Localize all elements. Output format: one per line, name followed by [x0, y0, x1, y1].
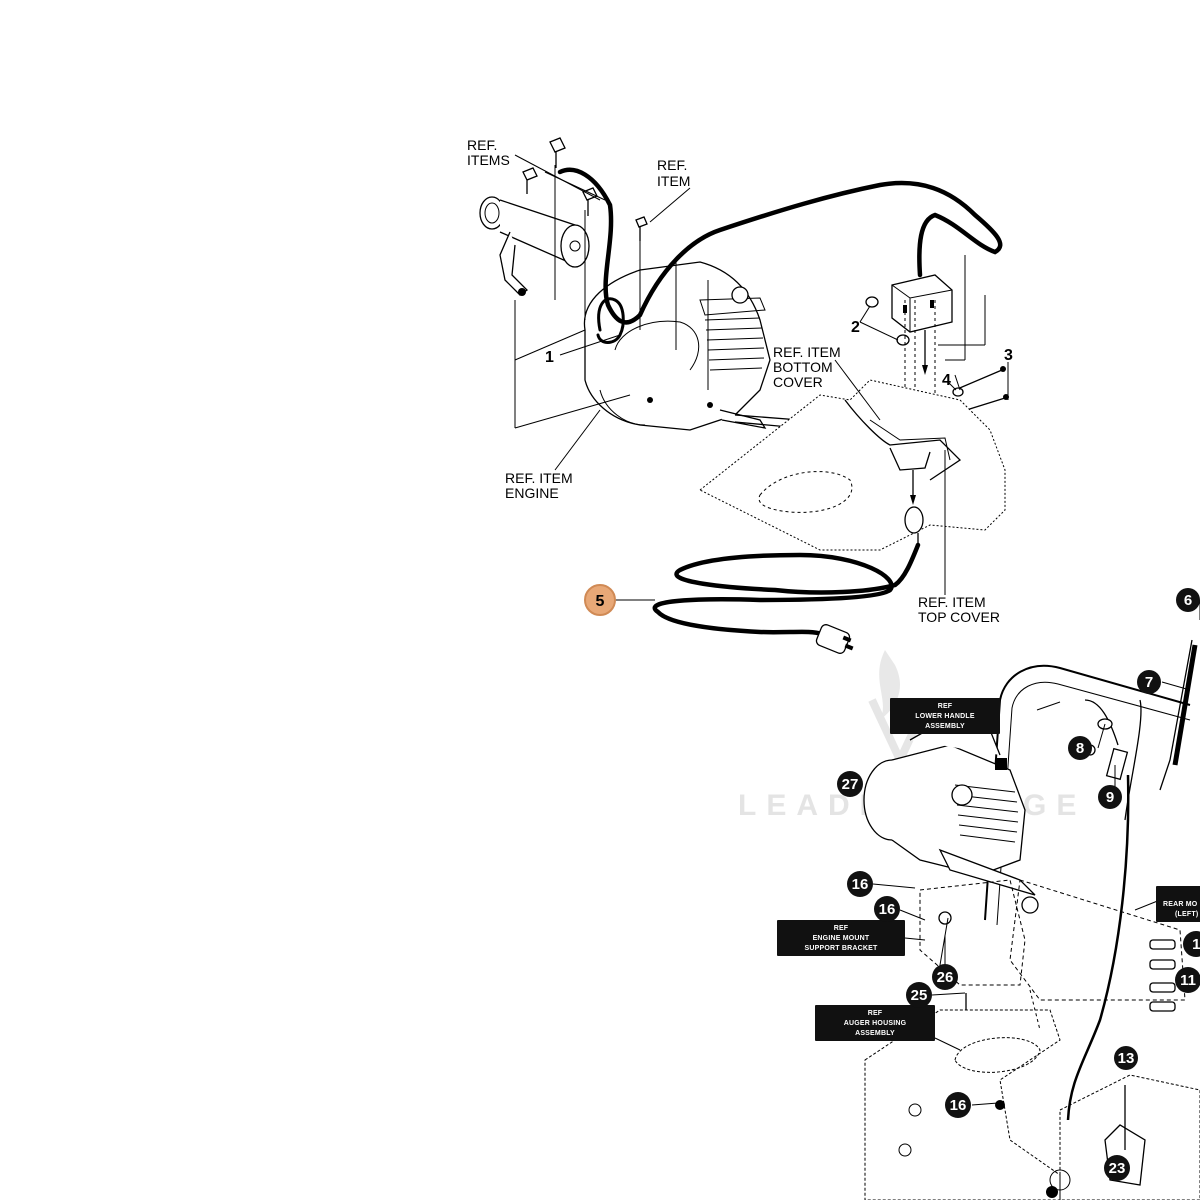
part-5-highlight[interactable]: 5 [584, 584, 616, 616]
wiring-harness [557, 167, 1003, 325]
electric-starter-drawing [479, 196, 590, 296]
ref-box-engine-mount: REF ENGINE MOUNT SUPPORT BRACKET [777, 920, 905, 956]
engine-27-drawing [863, 719, 1036, 896]
callout-11-a[interactable]: 11 [1183, 931, 1200, 957]
cover-plates [699, 379, 1006, 551]
top-cover-label-line2: TOP COVER [918, 609, 1000, 625]
auger-housing-box-line2: AUGER HOUSING [844, 1020, 907, 1027]
extension-cord-drawing [652, 542, 921, 654]
switch-box-drawing [891, 274, 953, 375]
callout-26-label: 26 [937, 969, 954, 986]
callout-7-label: 7 [1145, 674, 1153, 691]
callout-11-a-label: 11 [1192, 936, 1200, 953]
engine-mount-box-line1: REF [834, 925, 849, 932]
ref-item-label-line2: ITEM [657, 173, 690, 189]
callout-16-b[interactable]: 16 [874, 896, 900, 922]
upper-assembly: REF. ITEMS REF. ITEM REF. ITEM BOTTOM CO… [467, 137, 1013, 654]
rear-mount-box-line1: REAR MO [1163, 901, 1198, 908]
engine-label-line1: REF. ITEM [505, 470, 573, 486]
upper-label-group: REF. ITEMS REF. ITEM REF. ITEM BOTTOM CO… [467, 137, 1013, 625]
ref-items-label-line1: REF. [467, 137, 497, 153]
bottom-cover-label-line3: COVER [773, 374, 823, 390]
callout-leaders [872, 600, 1200, 1106]
lower-handle-box-line2: LOWER HANDLE [915, 713, 975, 720]
bottom-cover-label-line1: REF. ITEM [773, 344, 841, 360]
auger-housing-box-line1: REF [868, 1010, 883, 1017]
part-number-2: 2 [851, 319, 860, 336]
callout-11-b-label: 11 [1180, 972, 1196, 989]
part-number-4: 4 [942, 372, 951, 389]
callout-27[interactable]: 27 [837, 771, 863, 797]
callout-6[interactable]: 6 [1176, 588, 1200, 612]
ref-box-rear-mount: REAR MO (LEFT) [1156, 886, 1200, 922]
callout-7[interactable]: 7 [1137, 670, 1161, 694]
auger-housing-box-line3: ASSEMBLY [855, 1030, 895, 1037]
callout-8-label: 8 [1076, 740, 1084, 757]
callout-13[interactable]: 13 [1114, 1046, 1138, 1070]
callout-13-label: 13 [1118, 1050, 1135, 1067]
bottom-cover-label-line2: BOTTOM [773, 359, 833, 375]
callout-26[interactable]: 26 [932, 964, 958, 990]
lower-assembly: REF LOWER HANDLE ASSEMBLY REF ENGINE MOU… [777, 588, 1200, 1200]
label-leaders [554, 334, 961, 601]
leader-lines-upper [514, 154, 709, 429]
rear-mount-box-line2: (LEFT) [1175, 911, 1198, 918]
part-number-1: 1 [545, 349, 554, 366]
callout-16-a[interactable]: 16 [847, 871, 873, 897]
ref-item-label-line1: REF. [657, 157, 687, 173]
callout-27-label: 27 [842, 776, 859, 793]
engine-label-line2: ENGINE [505, 485, 559, 501]
ref-items-label-line2: ITEMS [467, 152, 510, 168]
callout-23-label: 23 [1109, 1160, 1126, 1177]
callout-16-c[interactable]: 16 [945, 1092, 971, 1118]
frame-plates-drawing [919, 879, 1186, 1031]
engine-mount-box-line2: ENGINE MOUNT [813, 935, 870, 942]
lower-handle-box-line3: ASSEMBLY [925, 723, 965, 730]
callout-25-label: 25 [911, 987, 928, 1004]
callout-16-c-label: 16 [950, 1097, 967, 1114]
engine-drawing [583, 261, 801, 431]
callout-23[interactable]: 23 [1104, 1155, 1130, 1181]
engine-mount-box-line3: SUPPORT BRACKET [804, 945, 878, 952]
callout-25[interactable]: 25 [906, 982, 932, 1008]
top-cover-label-line1: REF. ITEM [918, 594, 986, 610]
part-number-5: 5 [596, 593, 605, 610]
ref-box-auger-housing: REF AUGER HOUSING ASSEMBLY [815, 1005, 935, 1041]
callout-16-b-label: 16 [879, 901, 896, 918]
ref-box-lower-handle: REF LOWER HANDLE ASSEMBLY [890, 698, 1000, 734]
part-5-highlight-marker[interactable] [584, 584, 616, 616]
callout-11-b[interactable]: 11 [1175, 967, 1200, 993]
callout-9[interactable]: 9 [1098, 785, 1122, 809]
screws-top [522, 137, 648, 241]
nuts-item-2 [859, 296, 910, 346]
part-number-3: 3 [1004, 347, 1013, 364]
callout-16-a-label: 16 [852, 876, 869, 893]
connector-plug [904, 470, 924, 545]
lower-handle-box-line1: REF [938, 703, 953, 710]
bolts-drawing [939, 718, 1176, 1150]
callout-6-label: 6 [1184, 592, 1192, 609]
callout-8[interactable]: 8 [1068, 736, 1092, 760]
callout-9-label: 9 [1106, 789, 1114, 806]
